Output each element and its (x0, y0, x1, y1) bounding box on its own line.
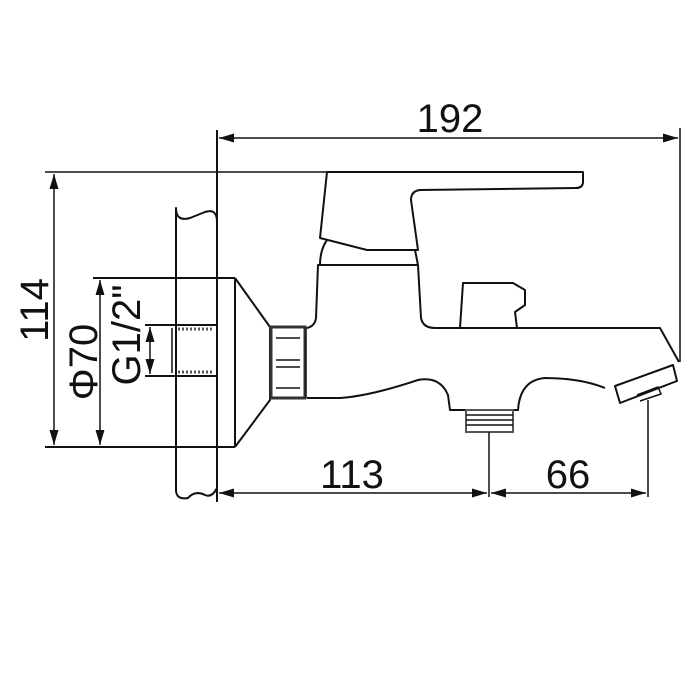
lever-handle (319, 171, 584, 266)
wall-section (175, 207, 218, 500)
dimension-label-wall-to-outlet: 113 (320, 453, 384, 497)
dimension-113-66: 113 66 (219, 400, 649, 498)
dimension-114: 114 (13, 171, 327, 445)
dimension-label-thread: G1/2" (105, 285, 149, 386)
dimension-label-outlet-to-spout: 66 (546, 453, 591, 497)
hex-nut (269, 325, 307, 400)
mixer-body (306, 264, 680, 411)
diverter-knob (459, 282, 526, 329)
inlet-pipe (145, 324, 217, 377)
dimension-label-escutcheon-diameter: Φ70 (62, 324, 106, 400)
dimension-thread: G1/2" (105, 285, 155, 386)
dimension-192: 192 (219, 97, 681, 362)
dimension-phi70: Φ70 (62, 280, 106, 445)
dimension-label-height: 114 (13, 278, 57, 342)
dimension-label-overall-length: 192 (417, 97, 484, 141)
outlet-thread (465, 409, 514, 433)
